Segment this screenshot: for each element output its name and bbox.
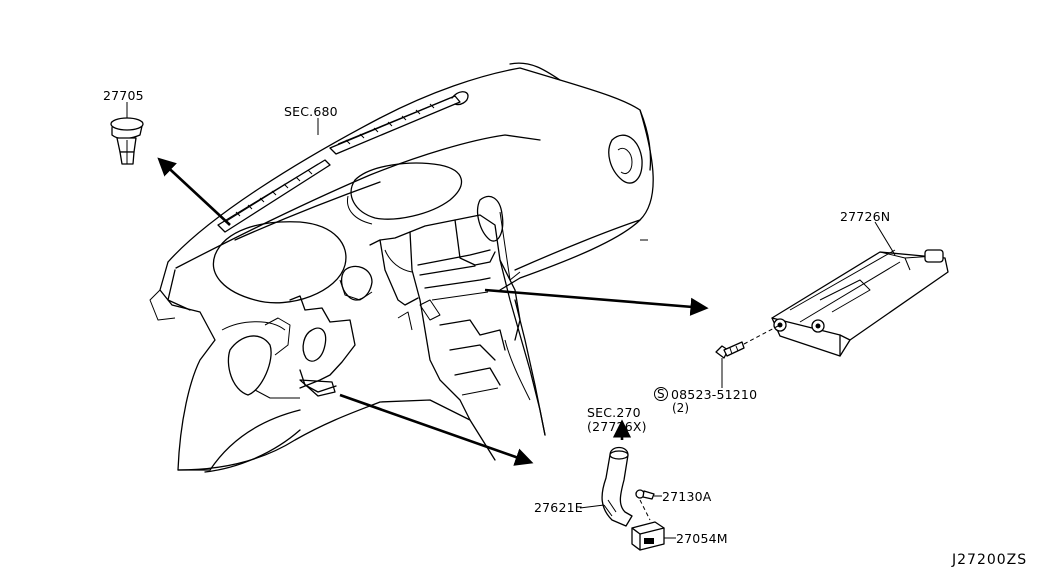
label-27705: 27705 <box>103 88 144 103</box>
label-screw-qty: (2) <box>672 401 689 415</box>
part-27130a-clip <box>635 489 662 521</box>
label-sec-270: SEC.270 <box>587 405 641 420</box>
label-27621e: 27621E <box>534 500 583 515</box>
label-27726n: 27726N <box>840 209 890 224</box>
label-27054m: 27054M <box>676 531 728 546</box>
part-27705-clip <box>110 102 144 165</box>
screw-symbol-circle <box>654 387 668 401</box>
label-sec-270-ref: (27726X) <box>587 419 647 434</box>
screw-symbol: S <box>657 387 665 401</box>
screw-08523-51210 <box>715 325 779 388</box>
part-27054m-sensor <box>631 521 676 551</box>
right-vent-slats <box>345 103 435 145</box>
part-27621e-hose <box>579 446 633 527</box>
instrument-panel-drawing <box>149 62 654 473</box>
label-08523-51210: 08523-51210 <box>671 387 757 402</box>
part-27726n-unit <box>771 221 949 357</box>
label-sec-680: SEC.680 <box>284 104 338 119</box>
label-27130a: 27130A <box>662 489 712 504</box>
left-vent-slats <box>235 169 313 217</box>
diagram-code: J27200ZS <box>951 552 1027 568</box>
callout-arrows <box>157 157 709 466</box>
